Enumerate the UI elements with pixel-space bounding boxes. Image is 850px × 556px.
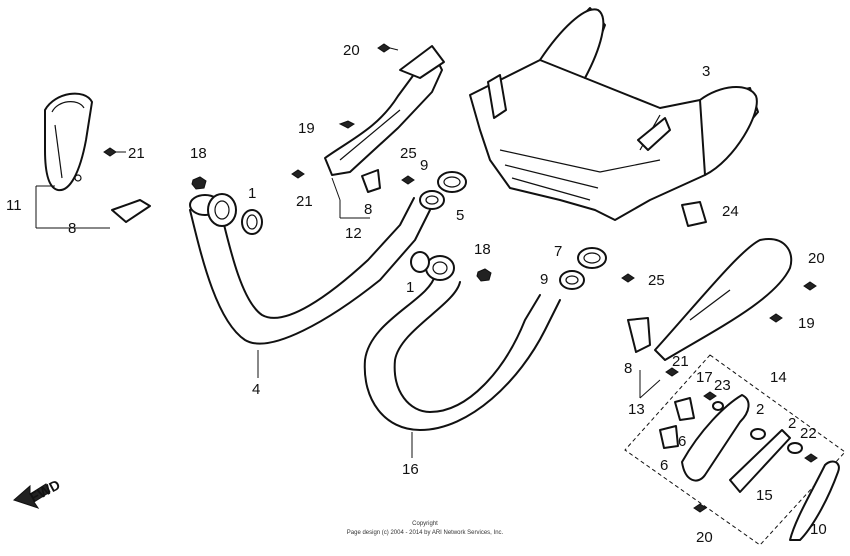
callout-19-left: 19 [298,120,315,137]
exhaust-pipe-16 [363,274,561,431]
callout-19-right: 19 [798,315,815,332]
nut-18-left [191,176,207,190]
callout-21-mid: 21 [296,193,313,210]
callout-2-right: 2 [788,415,796,432]
callout-18-right: 18 [474,241,491,258]
callout-20-top: 20 [343,42,360,59]
callout-15: 15 [756,487,773,504]
callout-13: 13 [628,401,645,418]
callout-23: 23 [714,377,731,394]
gasket-9-left [419,190,445,210]
callout-21-left: 21 [128,145,145,162]
bolt-25-right [621,273,635,283]
callout-1-right: 1 [406,279,414,296]
callout-9-left: 9 [420,157,428,174]
bolt-20-right [803,281,817,291]
gasket-1-left [241,209,263,235]
bracket-12 [324,45,445,176]
bolt-19-right [769,313,783,323]
heat-shield-left [44,92,93,192]
callout-5: 5 [456,207,464,224]
flange-right [425,255,455,281]
callout-6-lower: 6 [660,457,668,474]
callout-25-left: 25 [400,145,417,162]
bolt-21-right [665,367,679,377]
muffler-right [654,238,793,361]
nut-18-right [476,268,492,282]
bolt-21-mid [291,169,305,179]
callout-1-left: 1 [248,185,256,202]
footer-credit: Page design (c) 2004 - 2014 by ARI Netwo… [347,530,504,536]
fwd-label: FWD [27,476,63,505]
bolt-25-left [401,175,415,185]
callout-8-right: 8 [624,360,632,377]
muffler-3 [469,7,759,221]
callout-2-left: 2 [756,401,764,418]
callout-12: 12 [345,225,362,242]
protector-group-14 [624,354,846,546]
forward-arrow-icon [13,483,51,509]
callout-22: 22 [800,425,817,442]
clamp-7 [577,247,607,269]
callout-8-left: 8 [68,220,76,237]
callout-11: 11 [6,197,22,214]
gasket-9-right [559,270,585,290]
bolt-21-left [103,147,126,157]
clamp-8-mid [361,169,381,193]
callout-17: 17 [696,369,713,386]
callout-25-right: 25 [648,272,665,289]
flange-left [207,193,237,227]
leader-lines [35,177,661,458]
callout-7: 7 [554,243,562,260]
callout-24: 24 [722,203,739,220]
callout-18-left: 18 [190,145,207,162]
joint-5 [437,171,467,193]
callout-16: 16 [402,461,419,478]
callout-21-right: 21 [672,353,689,370]
bracket-13 [627,317,651,353]
callouts: 20 19 21 18 11 8 1 25 9 21 8 12 5 3 24 7… [6,42,827,546]
bolt-19-left [338,120,355,129]
callout-8-mid: 8 [364,201,372,218]
callout-4: 4 [252,381,260,398]
clamp-8-left [111,199,151,223]
gasket-1-right [410,251,430,273]
bolt-20-top [377,43,399,53]
callout-10: 10 [810,521,827,538]
callout-20-right: 20 [808,250,825,267]
callout-3: 3 [702,63,710,80]
callout-20-bottom: 20 [696,529,713,546]
footer-copyright: Copyright [412,521,438,527]
rubber-24 [681,201,707,227]
callout-9-right: 9 [540,271,548,288]
callout-6-upper: 6 [678,433,686,450]
callout-14: 14 [770,369,787,386]
